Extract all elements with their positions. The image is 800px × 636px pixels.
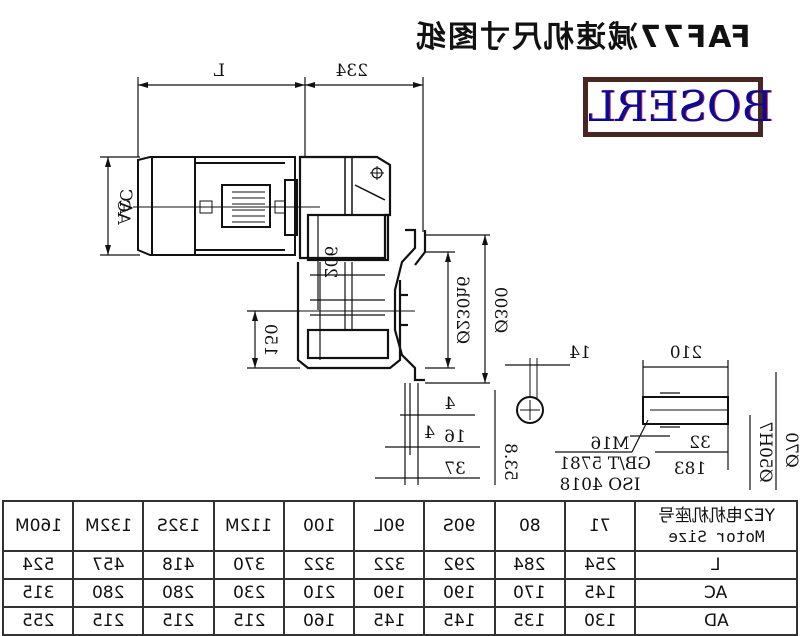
dim-206: 206 (320, 246, 340, 278)
dim-14: 14 (569, 343, 591, 363)
dim-210: 210 (670, 343, 702, 363)
col-header: 90L (353, 500, 426, 552)
col-header: 100 (282, 500, 356, 552)
cell: 255 (1, 606, 75, 636)
dimension-labels: L 234 AC 4 (115, 61, 435, 443)
row-label: AC (634, 578, 798, 608)
dim-300: Ø300 (490, 287, 510, 333)
dimension-arrows (105, 82, 488, 383)
cell: 292 (423, 550, 496, 580)
technical-drawing: L 234 AC 4 14 210 32 183 4 16 37 (100, 61, 800, 495)
motor-size-table: 160M 132M 132S 112M 100 90L 90S 80 71 YE… (1, 500, 798, 636)
cell: 280 (142, 578, 215, 608)
cell: 215 (212, 606, 285, 636)
dim-L: L (214, 61, 225, 81)
hollow-shaft-view (555, 360, 777, 490)
cell: 160 (282, 606, 356, 636)
dim-150: 150 (260, 324, 280, 356)
col-header: 160M (1, 500, 75, 552)
cell: 254 (563, 550, 637, 580)
col-header: 90S (423, 500, 496, 552)
dim-53-8: 53.8 (500, 443, 520, 481)
cell: 322 (353, 550, 426, 580)
brand-logo: BOSERL (583, 77, 773, 137)
table-header-row: 160M 132M 132S 112M 100 90L 90S 80 71 YE… (1, 500, 798, 552)
col-header: 112M (212, 500, 285, 552)
cell: 170 (493, 578, 566, 608)
dim-230h6: Ø230h6 (452, 276, 472, 344)
col-header: 80 (493, 500, 566, 552)
table-row: 255 215 215 215 160 145 145 135 130 AD (1, 606, 798, 636)
cell: 135 (493, 606, 566, 636)
row-label: AD (634, 606, 798, 636)
thread-note-m16: M16 (590, 434, 629, 454)
cell: 210 (282, 578, 356, 608)
dim-70: Ø70 (781, 432, 800, 468)
cell: 145 (353, 606, 426, 636)
cell: 130 (563, 606, 637, 636)
dim-4: 4 (424, 423, 435, 443)
header-cn: YE2电机机座号 (657, 506, 775, 526)
dim-32: 32 (689, 433, 711, 453)
cell: 145 (423, 606, 496, 636)
cell: 284 (493, 550, 566, 580)
cell: 418 (142, 550, 215, 580)
table-row: 315 280 280 230 210 190 190 170 145 AC (1, 578, 798, 608)
cell: 315 (1, 578, 75, 608)
dim-50h7: Ø50H7 (755, 421, 775, 482)
dim-AC-label: AC (113, 199, 133, 225)
gearbox-body (296, 155, 427, 382)
shaft-end-view (505, 358, 570, 424)
cell: 370 (212, 550, 285, 580)
cell: 215 (72, 606, 145, 636)
dim-183: 183 (674, 459, 706, 479)
cell: 280 (72, 578, 145, 608)
dim-234: 234 (336, 61, 368, 81)
cell: 457 (72, 550, 145, 580)
motor-body (137, 156, 298, 256)
detail-labels: 14 210 32 183 4 16 37 M16 GB/T 5781 ISO … (113, 199, 800, 495)
dimension-lines (100, 77, 496, 485)
dim-37: 37 (444, 459, 466, 479)
header-en: Motor Size (667, 527, 765, 546)
thread-note-gbt: GB/T 5781 (559, 454, 651, 474)
cell: 190 (423, 578, 496, 608)
col-header: 71 (563, 500, 637, 552)
cell: 145 (563, 578, 637, 608)
col-header: 132S (142, 500, 215, 552)
cell: 215 (142, 606, 215, 636)
dim-AC: AC (115, 189, 135, 215)
dim-16: 16 (444, 427, 466, 447)
cell: 190 (353, 578, 426, 608)
row-label: L (634, 550, 798, 580)
cell: 524 (1, 550, 75, 580)
table-row: 524 457 418 370 322 322 292 284 254 L (1, 550, 798, 580)
cell: 322 (282, 550, 356, 580)
thread-note-iso: ISO 4018 (560, 475, 641, 495)
col-header: 132M (72, 500, 145, 552)
dim-4-label: 4 (445, 394, 456, 414)
cell: 230 (212, 578, 285, 608)
